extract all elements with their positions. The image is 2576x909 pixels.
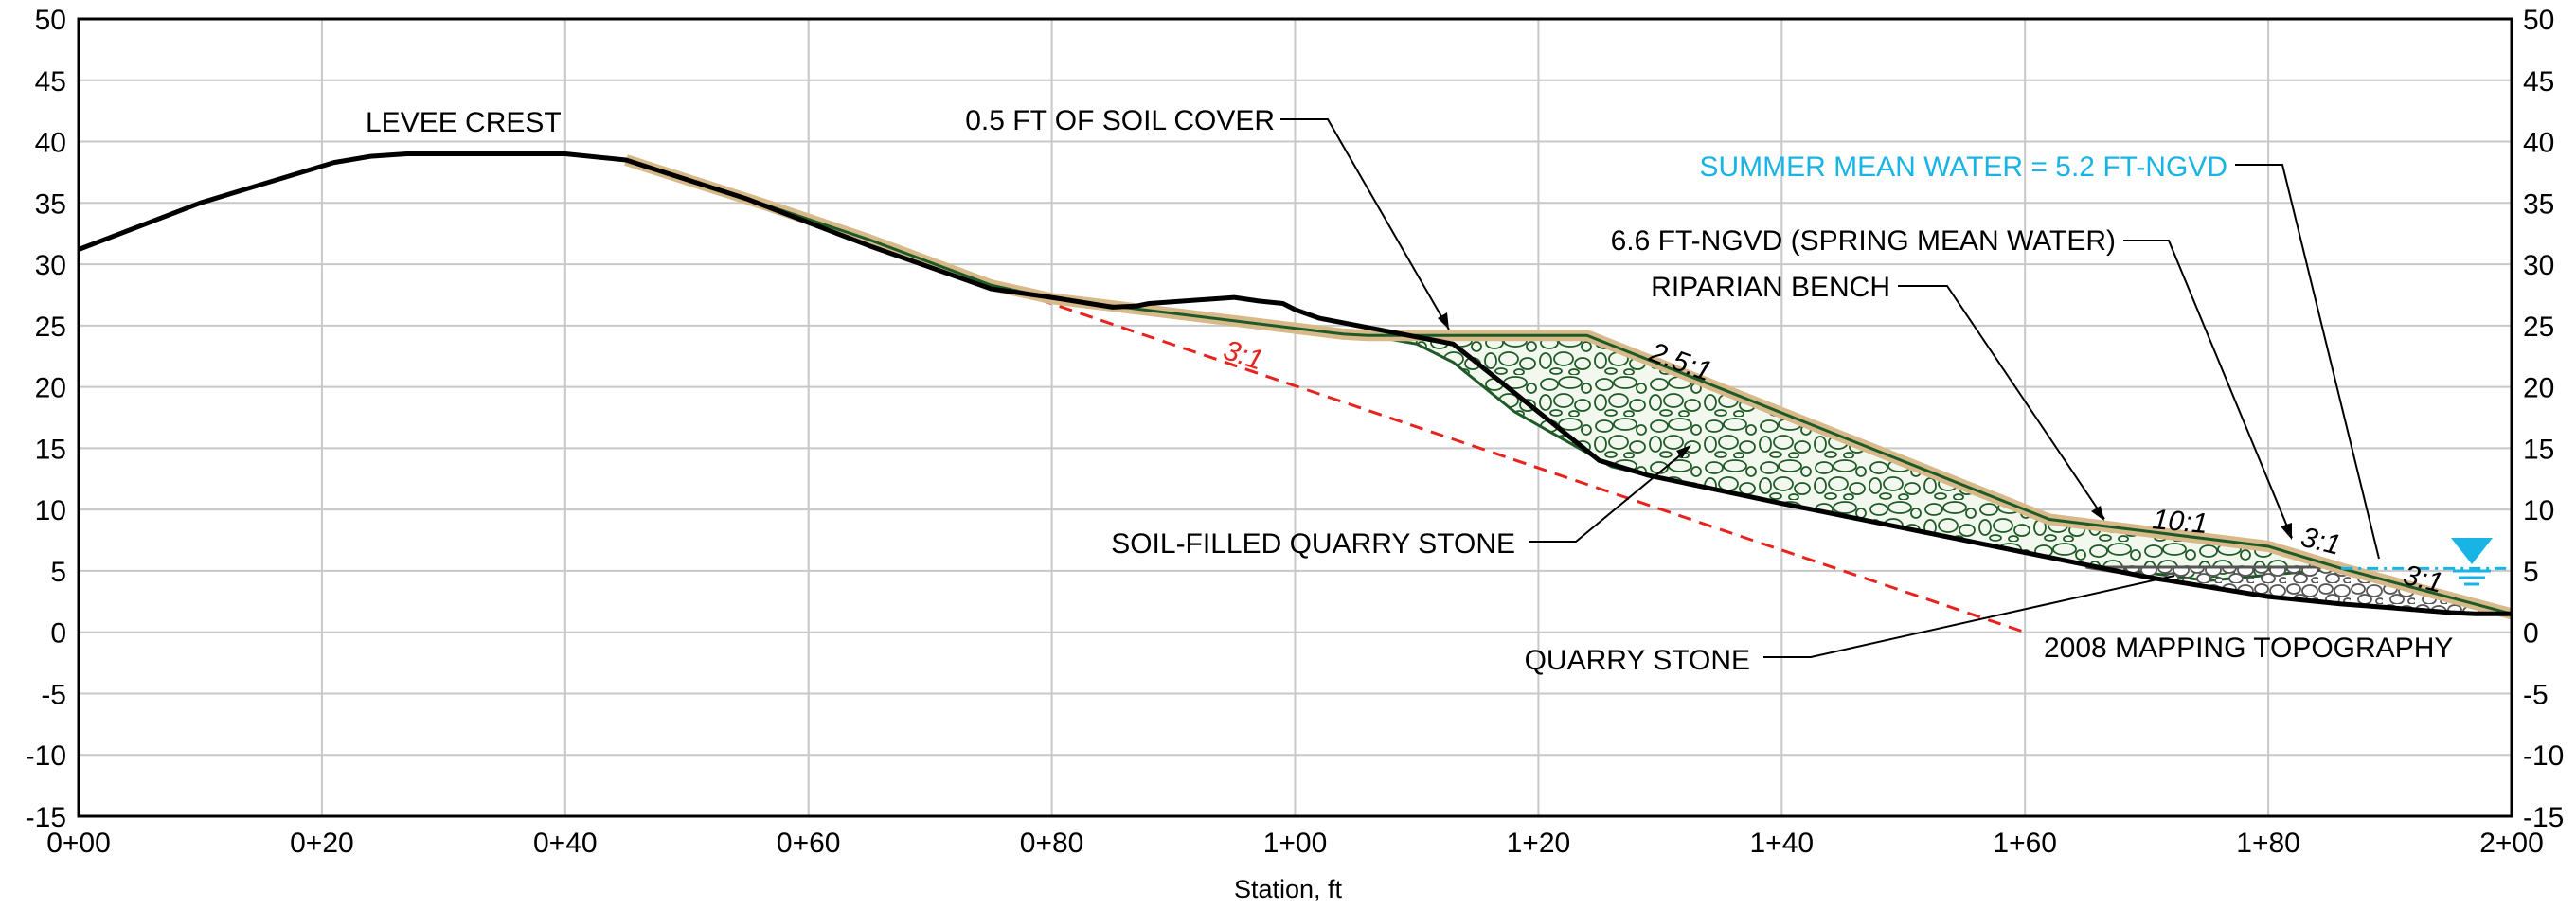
y-tick-label-left: -15 <box>26 802 66 833</box>
levee-crest-label: LEVEE CREST <box>366 107 562 138</box>
y-tick-label-right: 50 <box>2523 5 2554 36</box>
profile-lines <box>78 152 2513 634</box>
y-tick-label-right: 25 <box>2523 312 2554 343</box>
spring-water-label: 6.6 FT-NGVD (SPRING MEAN WATER) <box>1611 225 2116 257</box>
y-tick-label-left: -10 <box>26 740 66 772</box>
x-tick-label: 0+00 <box>46 828 111 859</box>
slope-label-10to1: 10:1 <box>2151 504 2209 540</box>
riparian-bench-label: RIPARIAN BENCH <box>1651 272 1890 303</box>
riparian-bench-arrow <box>2091 506 2104 521</box>
y-tick-label-left: 0 <box>50 618 66 650</box>
x-tick-label: 0+40 <box>533 828 598 859</box>
summer-water-leader <box>2235 164 2380 560</box>
y-tick-label-left: 35 <box>35 188 66 220</box>
y-tick-label-right: 40 <box>2523 128 2554 159</box>
y-tick-label-left: 50 <box>35 5 66 36</box>
mapping-topography-label: 2008 MAPPING TOPOGRAPHY <box>2044 633 2453 664</box>
x-tick-label: 1+40 <box>1750 828 1815 859</box>
y-tick-label-right: -15 <box>2523 802 2564 833</box>
x-tick-label: 1+00 <box>1263 828 1328 859</box>
y-tick-label-left: 20 <box>35 373 66 404</box>
axis-ticks: 0+00 0+20 0+40 0+60 0+80 1+00 1+20 1+40 1+60 1+80… <box>26 5 2565 859</box>
soil-cover-arrow <box>1438 312 1449 330</box>
leader-lines <box>1280 118 2380 658</box>
water-surface-symbol <box>2451 538 2493 586</box>
existing-topography-line <box>78 152 2512 616</box>
soil-filled-stone-leader <box>1529 450 1687 543</box>
y-tick-label-left: 30 <box>35 250 66 281</box>
y-tick-label-right: -5 <box>2523 679 2549 710</box>
spring-water-arrow <box>2281 523 2292 540</box>
y-tick-label-left: 5 <box>50 557 66 588</box>
y-tick-label-right: 5 <box>2523 557 2539 588</box>
x-axis-label: Station, ft <box>1234 875 1343 903</box>
plot-frame <box>77 17 2513 818</box>
spring-water-leader <box>2123 240 2293 539</box>
y-tick-label-right: 20 <box>2523 373 2554 404</box>
y-tick-label-left: 10 <box>35 495 66 526</box>
y-tick-label-right: 45 <box>2523 66 2554 98</box>
y-tick-label-left: 25 <box>35 312 66 343</box>
slope-label-upper-3to1: 3:1 <box>1220 334 1267 376</box>
soil-filled-stone-label: SOIL-FILLED QUARRY STONE <box>1111 528 1515 560</box>
y-tick-label-right: 30 <box>2523 250 2554 281</box>
x-tick-label: 1+20 <box>1507 828 1571 859</box>
y-tick-label-left: 45 <box>35 66 66 98</box>
y-tick-label-right: 15 <box>2523 434 2554 465</box>
finished-grade-line <box>625 158 2513 615</box>
summer-water-label: SUMMER MEAN WATER = 5.2 FT-NGVD <box>1699 152 2227 183</box>
soil-filled-stone-arrow <box>1676 445 1691 458</box>
x-tick-label: 1+60 <box>1993 828 2057 859</box>
y-tick-label-left: -5 <box>41 679 66 710</box>
x-tick-label: 0+20 <box>290 828 354 859</box>
y-tick-label-left: 40 <box>35 128 66 159</box>
grid <box>79 19 2512 816</box>
x-tick-label: 0+80 <box>1020 828 1084 859</box>
x-tick-label: 0+60 <box>777 828 841 859</box>
x-tick-label: 1+80 <box>2236 828 2300 859</box>
y-tick-label-right: -10 <box>2523 740 2564 772</box>
quarry-stone-leader <box>1763 575 2175 658</box>
quarry-stone-label: QUARRY STONE <box>1525 645 1750 676</box>
y-tick-label-left: 15 <box>35 434 66 465</box>
y-tick-label-right: 10 <box>2523 495 2554 526</box>
y-tick-label-right: 35 <box>2523 188 2554 220</box>
riparian-bench-leader <box>1898 285 2105 520</box>
soil-cover-leader <box>1280 118 1450 330</box>
x-tick-label: 2+00 <box>2479 828 2544 859</box>
quarry-stone-zone <box>2085 565 2513 615</box>
y-tick-label-right: 0 <box>2523 618 2539 650</box>
soil-cover-label: 0.5 FT OF SOIL COVER <box>965 105 1275 136</box>
